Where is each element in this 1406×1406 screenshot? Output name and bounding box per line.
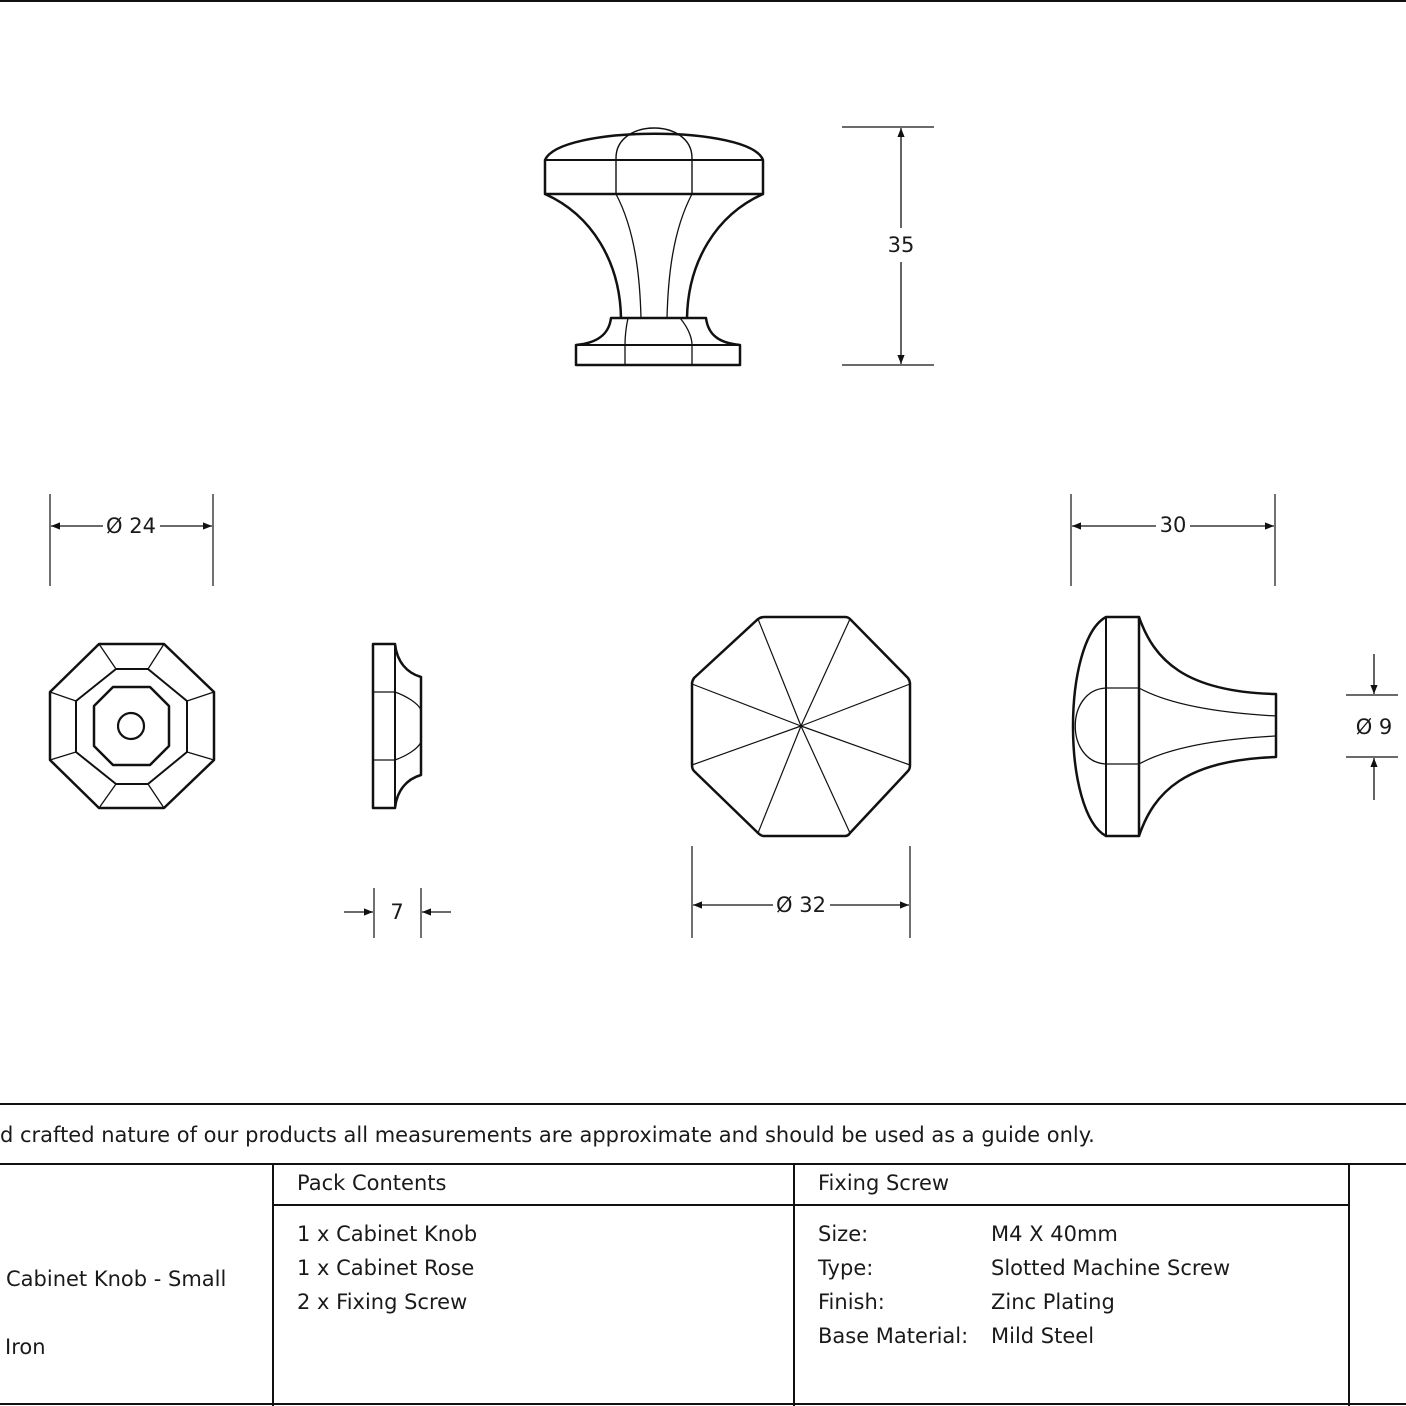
height-dimension-label: 35 [888,233,915,257]
footer-top-rule [0,1103,1406,1105]
disclaimer-text: d crafted nature of our products all mea… [0,1123,1095,1147]
fixing-screw-values: M4 X 40mm Slotted Machine Screw Zinc Pla… [991,1217,1230,1353]
rose-face-view [48,642,216,810]
knob-side-view [1071,615,1278,838]
neck-diameter-label: Ø 9 [1356,715,1393,739]
table-divider-1 [272,1164,274,1406]
knob-face-view [690,615,912,838]
fixing-screw-label: Type: [818,1256,874,1280]
rose-diameter-dimension [49,494,214,586]
table-top-rule [0,1163,1406,1165]
pack-contents-list: 1 x Cabinet Knob 1 x Cabinet Rose 2 x Fi… [297,1217,477,1319]
table-divider-2 [793,1164,795,1406]
product-name: Cabinet Knob - Small [6,1267,227,1291]
fixing-screw-value: Slotted Machine Screw [991,1256,1231,1280]
rose-depth-label: 7 [390,900,403,924]
knob-front-elevation [543,127,765,367]
table-divider-3 [1348,1164,1350,1406]
knob-diameter-label: Ø 32 [776,893,826,917]
fixing-screw-label: Size: [818,1222,869,1246]
fixing-screw-value: Mild Steel [991,1324,1095,1348]
fixing-screw-header: Fixing Screw [818,1171,950,1195]
knob-diameter-dimension [691,846,911,938]
rose-side-view [371,642,423,810]
table-bottom-rule [0,1403,1406,1405]
pack-contents-item: 1 x Cabinet Rose [297,1256,475,1280]
pack-contents-header: Pack Contents [297,1171,447,1195]
fixing-screw-label: Finish: [818,1290,885,1314]
fixing-screw-label: Base Material: [818,1324,969,1348]
rose-diameter-label: Ø 24 [106,514,156,538]
height-dimension [842,126,934,366]
neck-diameter-dimension [1346,654,1398,800]
fixing-screw-value: M4 X 40mm [991,1222,1118,1246]
projection-dimension [1070,494,1276,586]
pack-contents-item: 1 x Cabinet Knob [297,1222,478,1246]
fixing-screw-value: Zinc Plating [991,1290,1115,1314]
pack-contents-item: 2 x Fixing Screw [297,1290,468,1314]
fixing-screw-labels: Size: Type: Finish: Base Material: [818,1217,968,1353]
rose-depth-dimension [344,888,451,938]
projection-label: 30 [1160,513,1187,537]
table-header-rule [273,1204,1349,1206]
product-material: Iron [5,1335,46,1359]
